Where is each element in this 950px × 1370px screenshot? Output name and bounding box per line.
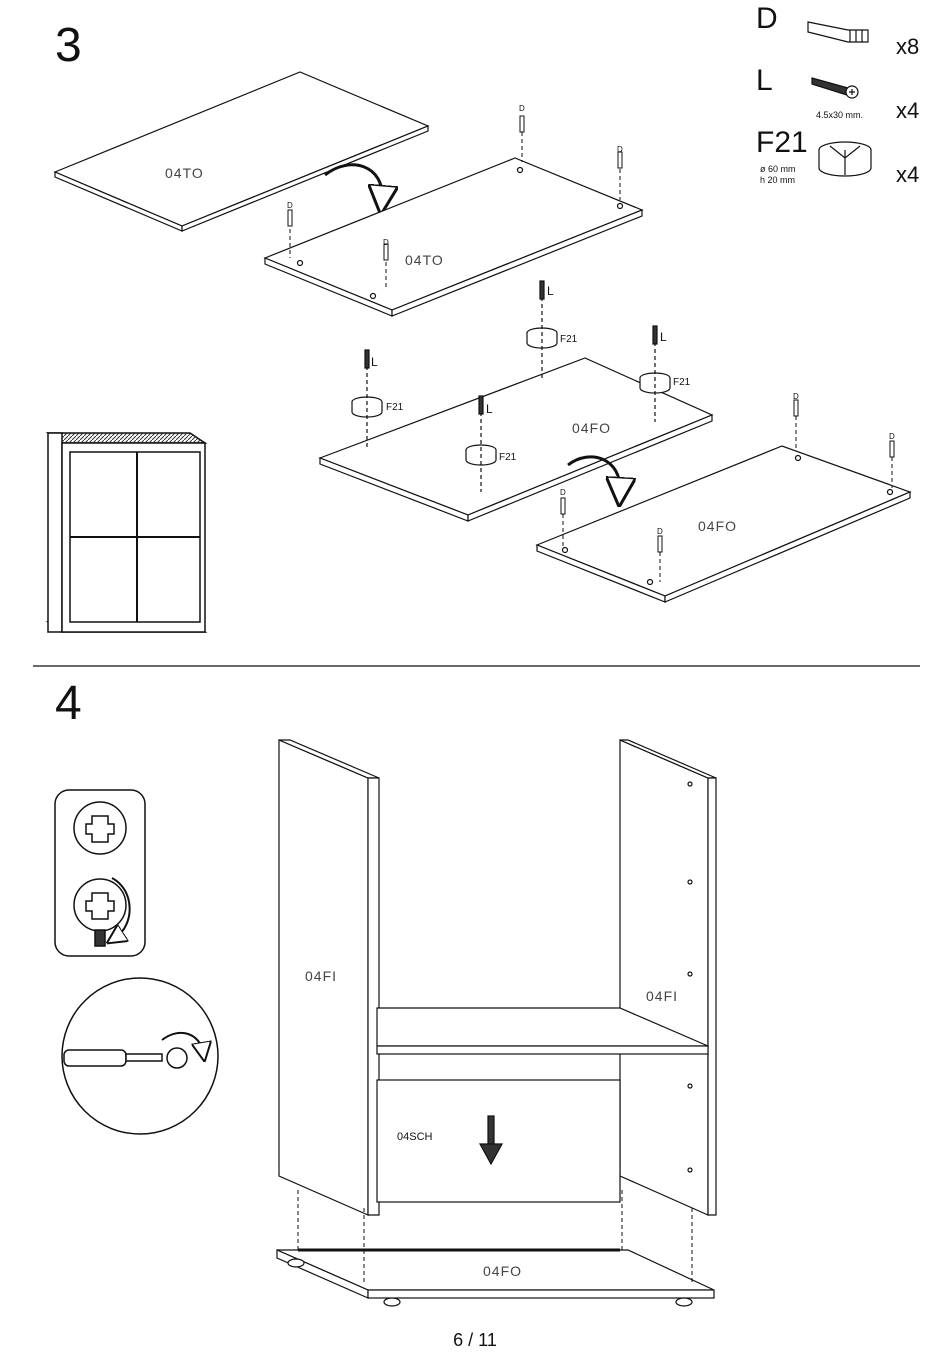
label-foot-3: F21 [386,402,403,413]
foot-icon [819,142,871,176]
label-top-panel-1: 04TO [165,165,204,181]
label-foot-1: F21 [560,334,577,345]
label-dowel-2: D [617,145,623,154]
label-dowel-4: D [383,238,389,247]
label-foot-4: F21 [499,452,516,463]
side-panel-right [620,740,716,1215]
label-screw-2: L [660,330,667,344]
label-dowel-8: D [657,527,663,536]
cam-lock-icon [55,790,145,956]
screw-icon [812,78,858,98]
top-panel-1 [55,72,428,231]
label-dowel-1: D [519,104,525,113]
label-screw-4: L [486,402,493,416]
label-dowel-6: D [889,432,895,441]
top-panel-2 [265,158,642,316]
label-dowel-7: D [560,488,566,497]
label-screw-3: L [371,355,378,369]
label-top-panel-2: 04TO [405,252,444,268]
label-bottom-panel-2: 04FO [698,518,737,534]
label-base: 04FO [483,1263,522,1279]
label-side-left: 04FI [305,968,337,984]
dowel-icon [808,22,868,42]
label-dowel-3: D [287,201,293,210]
page-number: 6 / 11 [0,1330,950,1351]
label-back: 04SCH [397,1131,432,1143]
cabinet-thumbnail [48,433,205,632]
label-screw-1: L [547,284,554,298]
label-dowel-5: D [793,392,799,401]
label-foot-2: F21 [673,377,690,388]
label-side-right: 04FI [646,988,678,1004]
screwdriver-icon [62,978,218,1134]
label-bottom-panel-1: 04FO [572,420,611,436]
